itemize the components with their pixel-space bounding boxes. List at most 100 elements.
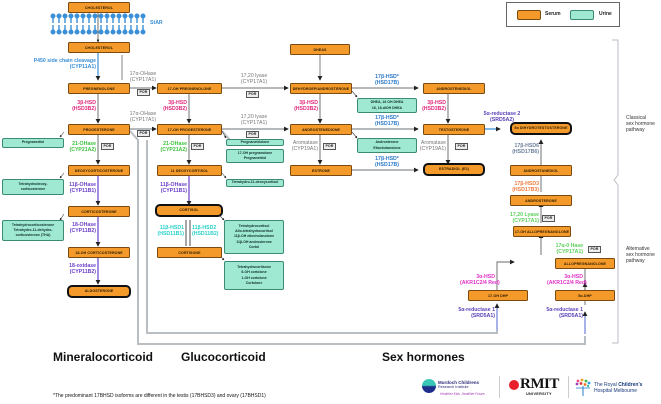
rmit-wordmark: RMIT — [520, 376, 559, 392]
logo-rch: The Royal Children's Hospital Melbourne — [574, 376, 661, 400]
urine-androsterone[interactable]: Androsterone Etiocholanolone — [357, 138, 417, 153]
rch-name-part: The Royal — [594, 382, 619, 388]
node-androstenediol[interactable]: ANDROSTENEDIOL — [423, 83, 485, 94]
node-estradiol[interactable]: ESTRADIOL (E2) — [423, 163, 485, 176]
enzyme-aromatase-a: Aromatase(CYP19A1) — [291, 140, 318, 152]
node-estrone[interactable]: ESTRONE — [290, 165, 352, 176]
urine-thb[interactable]: Tetrahydrocorticosterone Tetrahydro-11-d… — [2, 220, 64, 241]
node-11-deoxycortisol[interactable]: 11 DEOXYCORTISOL — [157, 165, 222, 176]
urine-line: 17-OH pregnanolone — [237, 150, 273, 155]
node-17oh-allopregnanolone[interactable]: 17-OH ALLOPREGNANOLONE — [513, 226, 571, 237]
urine-line: DHEA, 16 OH DHEA — [370, 100, 404, 105]
urine-pregnanetriol[interactable]: 17-OH pregnanolone Pregnanetriol — [226, 149, 284, 163]
rmit-university: UNIVERSITY — [526, 392, 552, 396]
urine-line: Pregnanetriolone — [240, 139, 270, 144]
por-tag: POR — [246, 91, 259, 98]
enzyme-cyp21a2-a: 21-OHase(CYP21A2) — [69, 141, 96, 153]
urine-line: corticosterone (THA) — [15, 233, 51, 238]
node-17oh-progesterone[interactable]: 17-OH PROGESTERONE — [157, 124, 222, 135]
node-dheas[interactable]: DHEAS — [290, 44, 350, 55]
enzyme-akr-b: 3α-HSD(AKR1C2/4 Red) — [547, 274, 587, 286]
node-cortisone[interactable]: CORTISONE — [157, 247, 222, 258]
urine-ths[interactable]: Tetrahydro-11-deoxycortisol — [226, 179, 284, 187]
urine-dhea[interactable]: DHEA, 16 OH DHEA 16, 16-diOH DHEA — [357, 98, 417, 113]
enzyme-cyp11b1-b: 11β-OHase(CYP11B1) — [160, 182, 187, 194]
node-cholesterol[interactable]: CHOLESTEROL — [68, 42, 130, 53]
mcri-sub: Research Institute — [438, 385, 469, 389]
footnote: *The predominant 17BHSD isoforms are dif… — [53, 393, 266, 399]
urine-line: Tetrahydrocortisol — [238, 223, 270, 228]
logo-mcri: Murdoch Childrens Research Institute Hea… — [422, 376, 492, 400]
node-cholesterol-top[interactable]: CHOLESTEROL — [68, 2, 130, 13]
legend-urine-label: Urine — [599, 11, 612, 17]
node-corticosterone[interactable]: CORTICOSTERONE — [68, 206, 130, 217]
por-tag: POR — [323, 143, 336, 150]
enzyme-hsd11b1: 11β-HSD1(HSD11B1) — [157, 225, 184, 237]
node-pregnenolone[interactable]: PREGNENOLONE — [68, 83, 130, 94]
enzyme-hsd3b2-1: 3β-HSD(HSD3B2) — [72, 100, 96, 112]
enzyme-star: StAR — [150, 20, 163, 26]
urine-line: Pregnanetriol — [243, 156, 267, 160]
urine-the[interactable]: Tetrahydrocortisone 6-OH cortolone 1-OH … — [224, 261, 284, 290]
rmit-dot — [509, 380, 519, 390]
enzyme-lyase-b: 17,20 lyase(CYP17A1) — [240, 114, 268, 126]
enzyme-17ohase-alt: 17α-0 Hase(CYP17A1) — [555, 243, 583, 255]
enzyme-cyp11b2-a: 18-OHase(CYP11B2) — [69, 222, 96, 234]
urine-line: 11β-OH etiocholanolone — [233, 234, 275, 239]
heading-glucocorticoid: Glucocorticoid — [181, 350, 266, 364]
logo-divider — [499, 376, 500, 398]
por-tag: POR — [246, 131, 259, 138]
node-androstenedione[interactable]: ANDROSTENEDIONE — [290, 124, 352, 135]
rch-name: The Royal Children's — [594, 382, 642, 388]
enzyme-hsd3b2-2: 3β-HSD(HSD3B2) — [163, 100, 187, 112]
node-dht[interactable]: 5α DIHYDROTESTOSTERONE — [510, 122, 572, 135]
logo-rmit: RMIT UNIVERSITY — [509, 376, 569, 400]
urine-line: 16, 16-diOH DHEA — [371, 105, 403, 110]
node-androsterone[interactable]: ANDROSTERONE — [510, 195, 572, 206]
enzyme-hsd3b2-3: 3β-HSD(HSD3B2) — [294, 100, 318, 112]
node-17oh-pregnenolone[interactable]: 17-OH PREGNENOLONE — [157, 83, 222, 94]
enzyme-lyase-a: 17,20 lyase(CYP17A1) — [240, 73, 268, 85]
node-deoxycorticosterone[interactable]: DEOXYCORTICOSTERONE — [68, 165, 130, 176]
enzyme-hsd11b2: 11β-HSD2(HSD11B2) — [192, 225, 219, 237]
node-testosterone[interactable]: TESTOSTERONE — [423, 124, 485, 135]
enzyme-lyase-alt: 17,20 Lyase(CYP17A1) — [510, 212, 539, 224]
urine-thdoc[interactable]: Tetrahydrodeoxy- corticosterone — [2, 179, 64, 195]
urine-line: Etiocholanolone — [373, 145, 401, 150]
rch-name-bold: Children's — [618, 382, 643, 388]
node-androstanediol[interactable]: ANDROSTANEDIOL — [510, 165, 572, 176]
node-18oh-corticosterone[interactable]: 18-OH CORTICOSTERONE — [68, 247, 130, 258]
node-dhea[interactable]: DEHYDROEPIANDROSTERONE — [290, 83, 352, 94]
heading-sex-hormones: Sex hormones — [382, 350, 465, 364]
por-tag: POR — [542, 215, 555, 222]
urine-line: Allo-tetrahydrocortisol — [235, 229, 273, 234]
node-aldosterone[interactable]: ALDOSTERONE — [67, 285, 131, 298]
legend-serum-label: Serum — [545, 11, 561, 17]
por-tag: POR — [191, 143, 204, 150]
enzyme-aromatase-b: Aromatase(CYP19A1) — [419, 140, 446, 152]
legend-urine-swatch — [570, 10, 594, 20]
por-tag: POR — [455, 143, 468, 150]
rch-sub: Hospital Melbourne — [594, 388, 638, 394]
enzyme-cyp17-a: 17α-OHase(CYP17A1) — [129, 71, 157, 83]
urine-line: corticosterone — [20, 187, 46, 191]
urine-thf[interactable]: Tetrahydrocortisol Allo-tetrahydrocortis… — [224, 220, 284, 254]
node-17oh-dhp[interactable]: 17-OH DHP — [468, 290, 528, 301]
node-5a-dhp[interactable]: 5α-DHP — [555, 290, 615, 301]
node-progesterone[interactable]: PROGESTERONE — [68, 124, 130, 135]
enzyme-srd5a1-b: 5α-reductase 1(SRD5A1) — [546, 307, 583, 319]
urine-pregnanediol[interactable]: Pregnanediol — [2, 138, 64, 148]
urine-line: 11β-OH androsterone — [236, 239, 272, 244]
rch-tree-icon — [574, 378, 592, 396]
por-tag: POR — [137, 89, 150, 96]
node-cortisol[interactable]: CORTISOL — [155, 204, 223, 217]
mcri-tagline: Healthier Kids. Healthier Future. — [440, 392, 486, 396]
urine-pregnanetriolone[interactable]: Pregnanetriolone — [226, 139, 284, 146]
legend: Serum Urine — [506, 2, 620, 27]
enzyme-hsd17b-2: 17β-HSD*(HSD17B) — [375, 115, 399, 127]
logo-divider — [568, 376, 569, 398]
node-allopregnanolone[interactable]: ALLOPREGNANOLONE — [555, 258, 615, 269]
